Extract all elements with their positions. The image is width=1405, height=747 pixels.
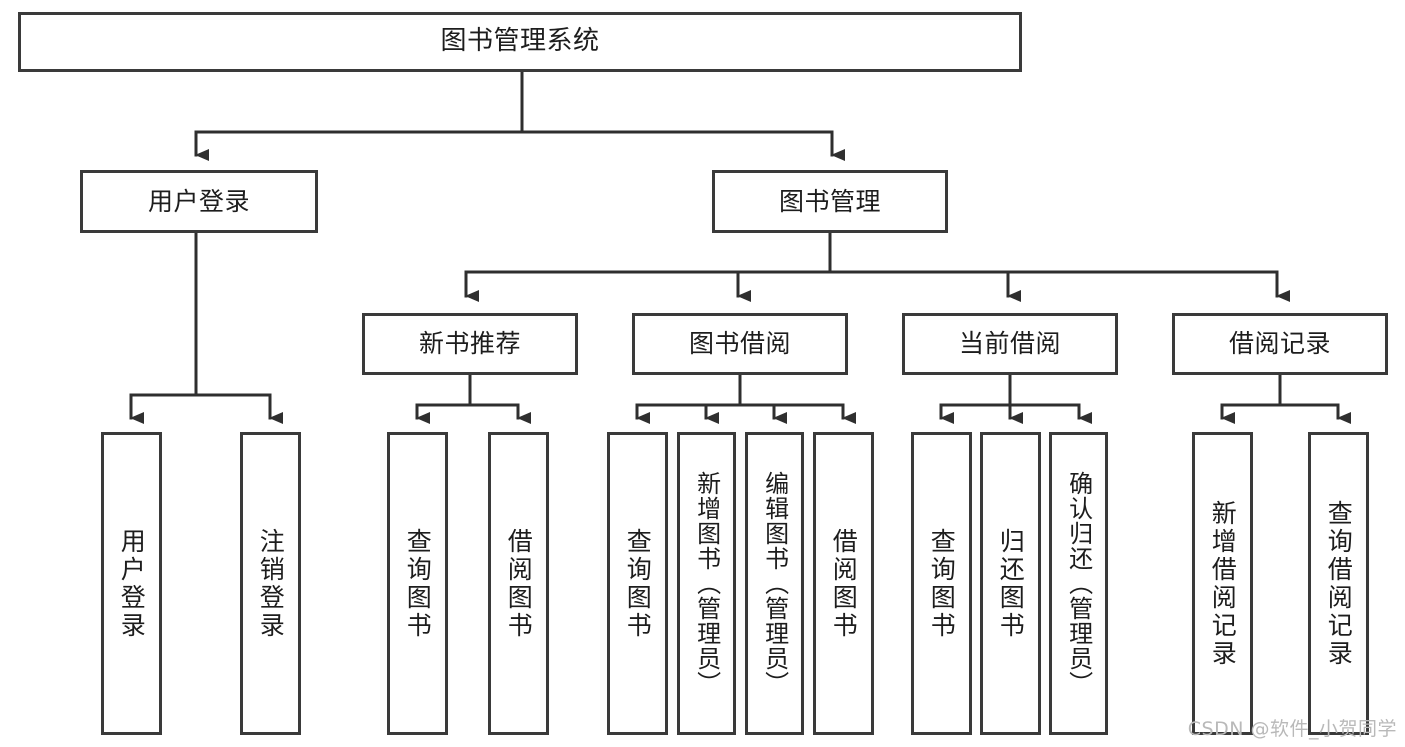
node-leaf-edit-book[interactable]: 编辑图书（管理员） xyxy=(745,432,804,735)
node-leaf-user-login[interactable]: 用户登录 xyxy=(101,432,162,735)
node-borrow-record[interactable]: 借阅记录 xyxy=(1172,313,1388,375)
node-label: 借阅记录 xyxy=(1228,329,1331,358)
node-label: 编辑图书（管理员） xyxy=(760,471,789,696)
node-leaf-logout-login[interactable]: 注销登录 xyxy=(240,432,301,735)
node-label: 图书借阅 xyxy=(688,329,791,358)
node-label: 图书管理系统 xyxy=(440,26,600,57)
node-leaf-add-book[interactable]: 新增图书（管理员） xyxy=(677,432,736,735)
node-label: 查询图书 xyxy=(623,527,653,640)
node-current-borrow[interactable]: 当前借阅 xyxy=(902,313,1118,375)
node-label: 归还图书 xyxy=(996,527,1026,640)
node-label: 用户登录 xyxy=(117,527,147,640)
node-leaf-borrow-book-recommend[interactable]: 借阅图书 xyxy=(488,432,549,735)
node-book-management[interactable]: 图书管理 xyxy=(712,170,948,233)
node-label: 查询图书 xyxy=(403,527,433,640)
node-label: 图书管理 xyxy=(778,186,881,216)
node-label: 查询图书 xyxy=(927,527,957,640)
node-label: 借阅图书 xyxy=(829,527,859,640)
node-root-system[interactable]: 图书管理系统 xyxy=(18,12,1022,72)
node-label: 注销登录 xyxy=(256,527,286,640)
node-book-borrow[interactable]: 图书借阅 xyxy=(632,313,848,375)
node-leaf-query-book-borrow[interactable]: 查询图书 xyxy=(607,432,668,735)
node-leaf-confirm-return[interactable]: 确认归还（管理员） xyxy=(1049,432,1108,735)
node-leaf-query-book-current[interactable]: 查询图书 xyxy=(911,432,972,735)
node-leaf-borrow-book[interactable]: 借阅图书 xyxy=(813,432,874,735)
node-leaf-query-borrow-record[interactable]: 查询借阅记录 xyxy=(1308,432,1369,735)
node-label: 用户登录 xyxy=(147,186,250,216)
node-new-book-recommend[interactable]: 新书推荐 xyxy=(362,313,578,375)
node-label: 新增借阅记录 xyxy=(1208,499,1238,668)
node-label: 新书推荐 xyxy=(418,329,521,358)
node-label: 新增图书（管理员） xyxy=(692,471,721,696)
node-user-login[interactable]: 用户登录 xyxy=(80,170,318,233)
node-label: 当前借阅 xyxy=(958,329,1061,358)
node-leaf-return-book[interactable]: 归还图书 xyxy=(980,432,1041,735)
node-leaf-query-book-recommend[interactable]: 查询图书 xyxy=(387,432,448,735)
csdn-watermark: CSDN @软件_小贺同学 xyxy=(1187,718,1397,740)
node-label: 确认归还（管理员） xyxy=(1064,471,1093,696)
node-label: 借阅图书 xyxy=(504,527,534,640)
node-leaf-add-borrow-record[interactable]: 新增借阅记录 xyxy=(1192,432,1253,735)
node-label: 查询借阅记录 xyxy=(1324,499,1354,668)
